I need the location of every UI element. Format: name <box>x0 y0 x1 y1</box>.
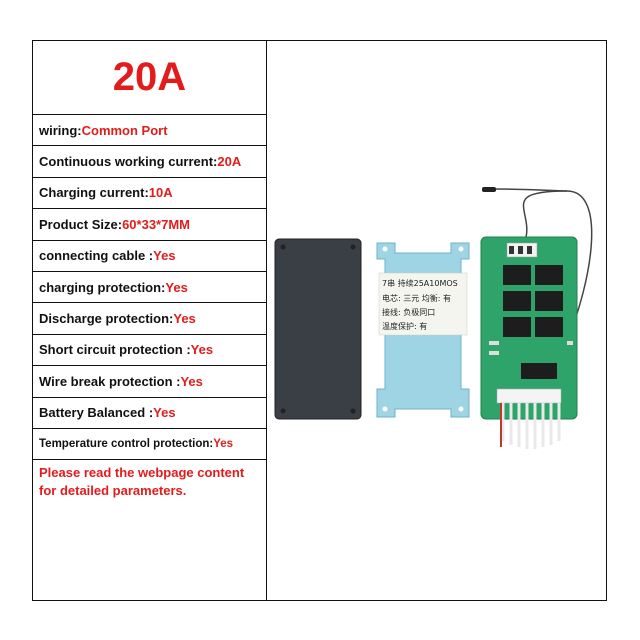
spec-value: Yes <box>165 279 188 295</box>
spec-sheet: 20A wiring:Common Port Continuous workin… <box>32 40 607 601</box>
spec-value: Yes <box>213 438 234 451</box>
sticker-line-1: 7串 持续25A10MOS <box>382 278 458 288</box>
title-cell: 20A <box>33 41 266 115</box>
product-image-cell: 7串 持续25A10MOS 电芯: 三元 均衡: 有 接线: 负极同口 温度保护… <box>267 41 606 600</box>
balance-connector <box>496 388 562 404</box>
spec-row-charging-current: Charging current:10A <box>33 178 266 210</box>
spec-label: Temperature control protection: <box>39 438 214 451</box>
insulating-pad <box>274 238 362 420</box>
spec-label: Product Size: <box>39 216 123 232</box>
sticker-line-4: 温度保护: 有 <box>382 321 427 331</box>
spec-label: Wire break protection : <box>39 373 181 389</box>
spec-value: 10A <box>148 185 173 201</box>
spec-label: charging protection: <box>39 279 166 295</box>
spec-row-continuous-current: Continuous working current:20A <box>33 146 266 178</box>
spec-row-connecting-cable: connecting cable :Yes <box>33 241 266 272</box>
spec-row-discharge-protection: Discharge protection: Yes <box>33 303 266 335</box>
spec-row-wire-break: Wire break protection :Yes <box>33 366 266 398</box>
spec-value: Yes <box>153 405 176 421</box>
spec-label: Discharge protection: <box>39 311 174 327</box>
spec-row-temperature-control: Temperature control protection:Yes <box>33 429 266 461</box>
sticker-line-2: 电芯: 三元 均衡: 有 <box>382 293 451 303</box>
spec-label: wiring: <box>39 122 82 138</box>
spec-label: Battery Balanced : <box>39 405 154 421</box>
spec-label: connecting cable : <box>39 248 154 264</box>
protective-sheet: 7串 持续25A10MOS 电芯: 三元 均衡: 有 接线: 负极同口 温度保护… <box>376 242 470 418</box>
spec-label: Charging current: <box>39 185 149 201</box>
spec-value: Yes <box>190 342 214 358</box>
spec-value: 60*33*7MM <box>122 216 191 232</box>
spec-row-short-circuit: Short circuit protection :Yes <box>33 335 266 367</box>
note-text: Please read the webpage content for deta… <box>39 465 245 499</box>
spec-table: 20A wiring:Common Port Continuous workin… <box>33 41 267 600</box>
bms-circuit-board <box>480 236 578 420</box>
spec-value: Yes <box>173 311 196 327</box>
spec-value: 20A <box>217 154 242 170</box>
spec-label: Continuous working current: <box>39 154 218 170</box>
spec-label: Short circuit protection : <box>39 342 191 358</box>
spec-row-wiring: wiring:Common Port <box>33 115 266 147</box>
sticker-line-3: 接线: 负极同口 <box>382 307 435 317</box>
spec-row-product-size: Product Size:60*33*7MM <box>33 209 266 241</box>
spec-row-battery-balanced: Battery Balanced :Yes <box>33 398 266 429</box>
spec-value: Common Port <box>81 122 168 138</box>
spec-value: Yes <box>153 248 176 264</box>
spec-row-charging-protection: charging protection: Yes <box>33 272 266 304</box>
balance-wires <box>500 403 561 449</box>
sticker-label <box>378 272 468 336</box>
spec-value: Yes <box>180 373 203 389</box>
page-title: 20A <box>112 55 187 99</box>
product-photo: 7串 持续25A10MOS 电芯: 三元 均衡: 有 接线: 负极同口 温度保护… <box>274 187 593 449</box>
